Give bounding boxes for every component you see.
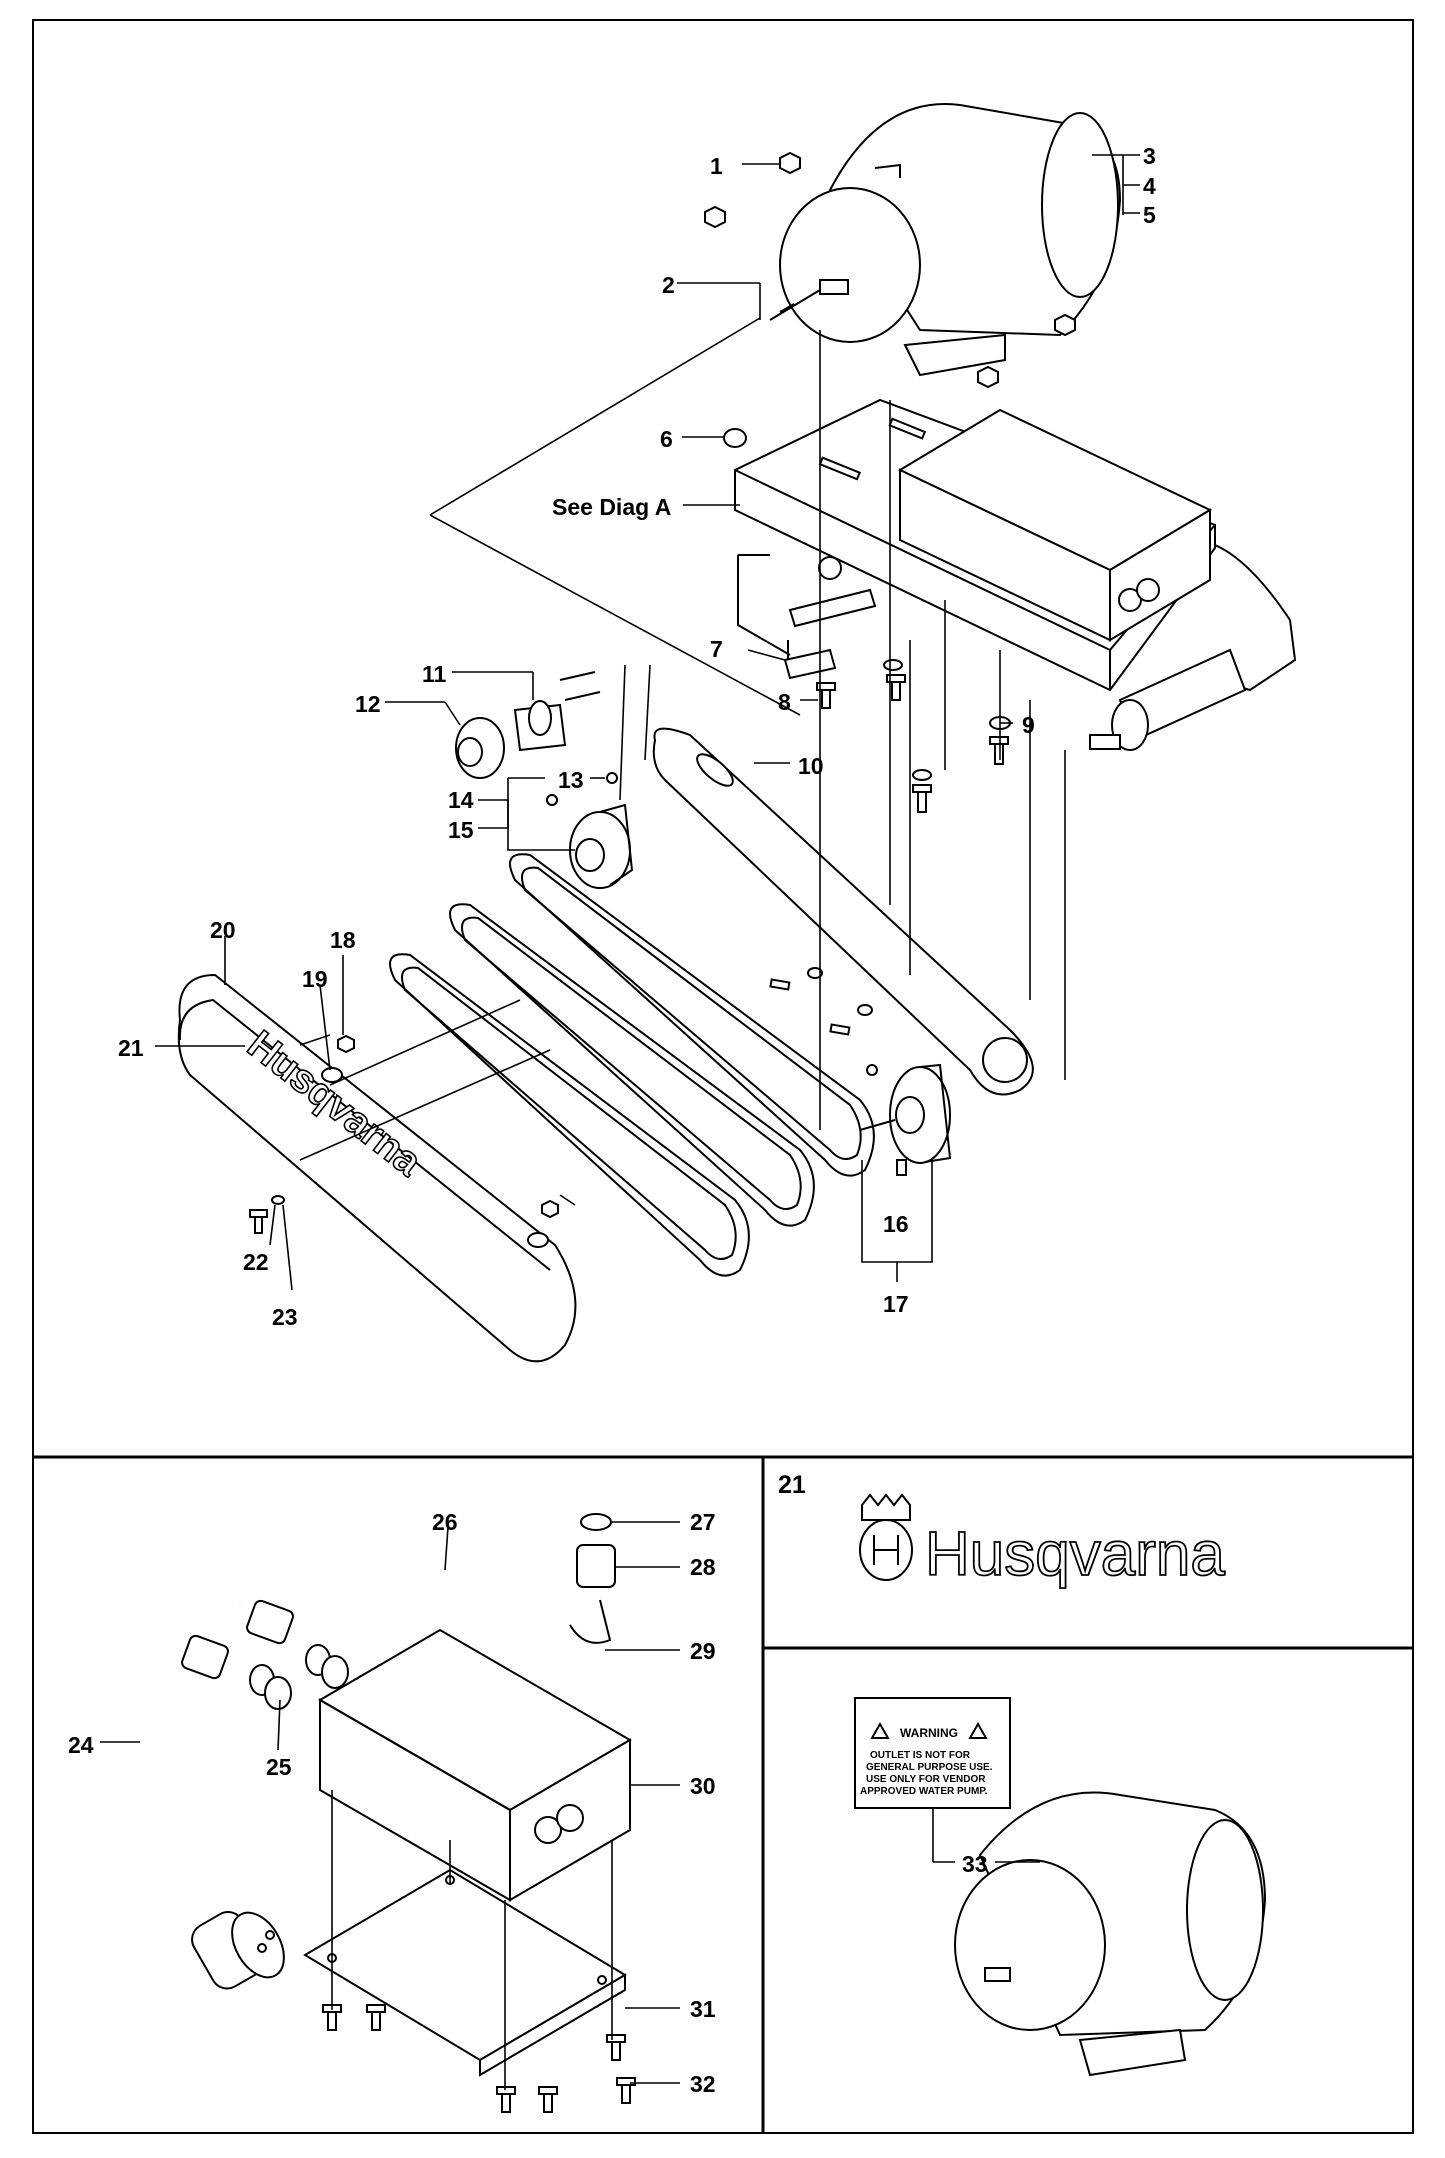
decal-detail: 21 Husqvarna [778,1471,1226,1590]
assembly-lines [299,317,1066,1206]
husqvarna-crown-icon [859,1493,913,1581]
plug [191,1911,285,1990]
callout-22: 22 [243,1249,269,1275]
callout-27: 27 [690,1509,716,1535]
pump-pulley [546,772,634,889]
warning-line-3: USE ONLY FOR VENDOR [866,1774,986,1785]
base-plate [303,1868,627,2077]
callout-12: 12 [355,691,381,717]
callout-25: 25 [266,1754,292,1780]
motor-detail [954,1791,1267,2077]
callout-23: 23 [272,1304,298,1330]
callout-21: 21 [118,1035,144,1061]
callout-10: 10 [798,753,824,779]
callout-11: 11 [422,661,447,687]
callout-33: 33 [962,1851,988,1877]
tension-arm [652,727,1034,1096]
motor-nuts [704,151,1076,448]
callout-7: 7 [710,636,723,662]
callout-9: 9 [1022,712,1035,738]
belts [389,853,875,1277]
belt-guard: Husqvarna [177,973,577,1363]
callout-18: 18 [330,927,356,953]
plate-bolts [816,659,1011,813]
callout-3: 3 [1143,143,1156,169]
callout-6: 6 [660,426,673,452]
see-diag-label: See Diag A [552,494,671,520]
callout-4: 4 [1143,173,1156,199]
callout-labels: 1 2 3 4 5 6 See Diag A 7 8 9 10 11 12 13… [118,143,1156,1330]
callout-13: 13 [558,767,584,793]
warning-line-2: GENERAL PURPOSE USE. [866,1762,993,1773]
decal-ref-number: 21 [778,1471,806,1499]
callout-leaders [155,154,1140,1291]
warning-header: WARNING [900,1726,958,1740]
guard-hardware [249,967,873,1248]
warning-line-1: OUTLET IS NOT FOR [870,1750,971,1761]
warning-line-4: APPROVED WATER PUMP. [860,1786,988,1797]
decal-brand-text: Husqvarna [925,1520,1225,1589]
callout-20: 20 [210,917,236,943]
callout-14: 14 [448,787,474,813]
callout-26: 26 [432,1509,458,1535]
callout-28: 28 [690,1554,716,1580]
callout-16: 16 [883,1211,909,1237]
electrical-box [318,1628,632,1902]
driven-pulley [859,1063,952,1176]
cords [93,1519,598,1931]
motor [769,103,1122,377]
connectors [181,1513,616,1710]
callout-32: 32 [690,2071,716,2097]
main-assembly: Husqvarna [118,103,1297,1363]
callout-17: 17 [883,1291,909,1317]
warning-detail: WARNING OUTLET IS NOT FOR GENERAL PURPOS… [854,1697,1267,2077]
callout-29: 29 [690,1638,716,1664]
motor-pulley [455,671,601,779]
callout-8: 8 [778,689,791,715]
electrical-leaders [100,1521,680,2084]
callout-19: 19 [302,966,328,992]
electrical-lines [331,1790,613,2090]
electrical-assembly: 24 25 26 27 28 29 30 31 32 [68,1509,716,2113]
tensioner [737,544,1297,751]
bracket [783,640,837,680]
callout-15: 15 [448,817,474,843]
callout-5: 5 [1143,202,1156,228]
diagram-frame [32,19,1414,2134]
callout-31: 31 [690,1996,716,2022]
callout-24: 24 [68,1732,94,1758]
warning-label: WARNING OUTLET IS NOT FOR GENERAL PURPOS… [854,1697,1011,1809]
plate-box [897,408,1213,642]
callout-2: 2 [662,272,675,298]
callout-30: 30 [690,1773,716,1799]
callout-1: 1 [710,153,723,179]
electrical-labels: 24 25 26 27 28 29 30 31 32 [68,1509,716,2097]
